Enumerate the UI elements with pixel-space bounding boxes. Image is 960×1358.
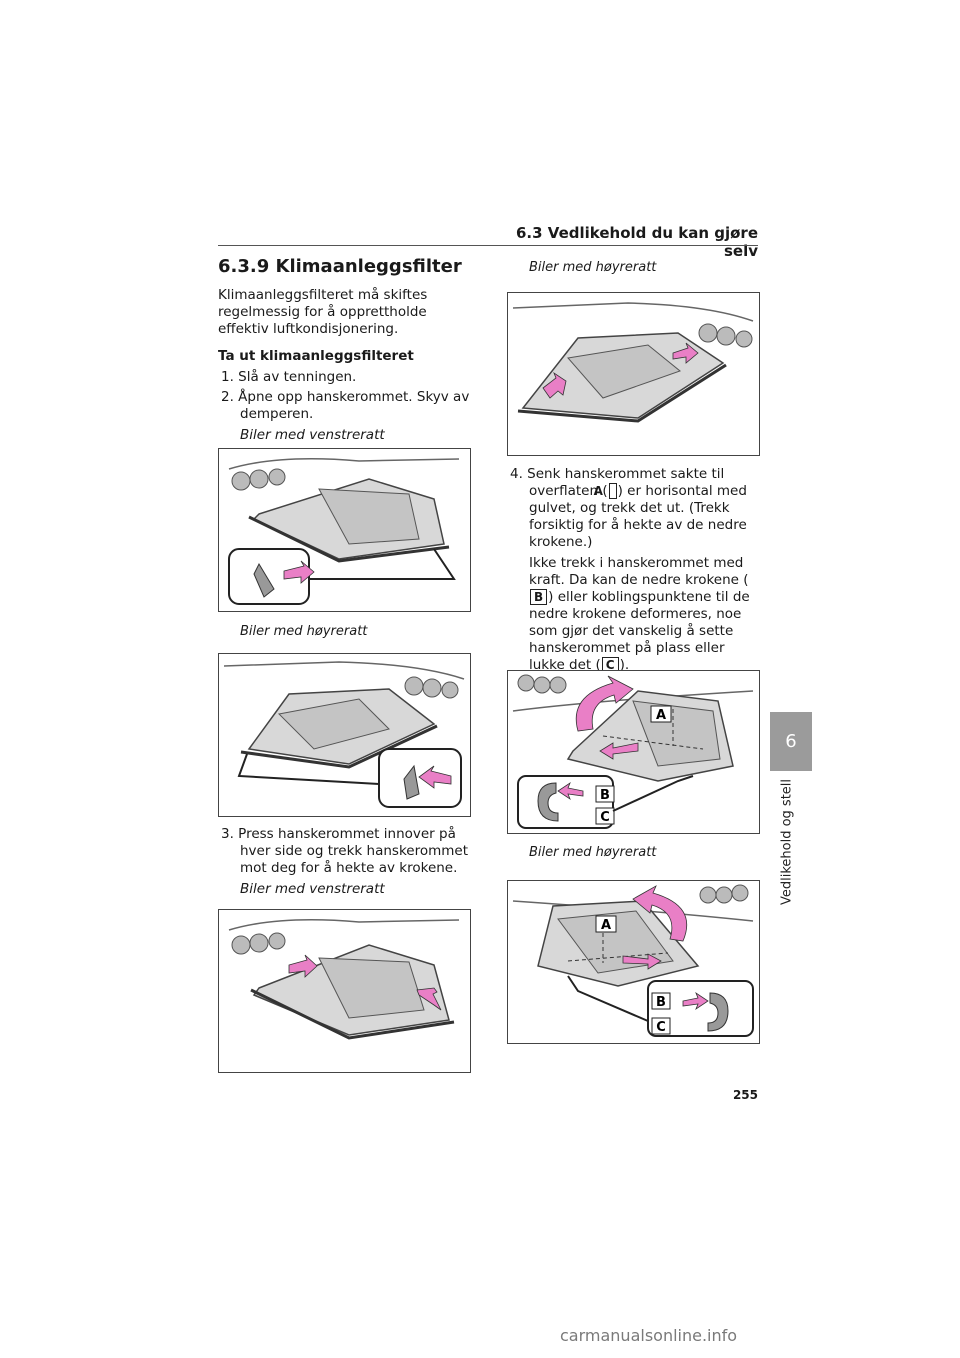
subheading: Ta ut klimaanleggsfilteret — [218, 348, 414, 364]
glovebox-illustration — [219, 449, 470, 611]
intro-text: Klimaanleggsfilteret må skiftes regelmes… — [218, 287, 428, 337]
step-2: 2. Åpne opp hanskerommet. Skyv av demper… — [221, 389, 470, 422]
figure-step3-right-hand-drive — [507, 292, 760, 456]
label-b: B — [530, 589, 548, 605]
left-column: Klimaanleggsfilteret må skiftes regelmes… — [218, 287, 470, 450]
caption-step4-rhd: Biler med høyreratt — [529, 845, 657, 860]
label-a: A — [594, 483, 617, 499]
step-3: 3. Press hanskerommet innover på hver si… — [221, 826, 469, 876]
caption-step2-rhd: Biler med høyreratt — [240, 624, 368, 639]
step-4: 4. Senk hanskerommet sakte til overflate… — [510, 466, 747, 550]
step-4-note: Ikke trekk i hanskerommet med kraft. Da … — [529, 555, 750, 673]
label-b-figure: B — [600, 788, 610, 803]
page-number: 255 — [732, 1088, 758, 1102]
figure-step3-left-hand-drive — [218, 909, 471, 1073]
glovebox-illustration — [219, 654, 470, 816]
glovebox-illustration — [219, 910, 470, 1072]
caption-step2-lhd: Biler med venstreratt — [240, 427, 385, 443]
page-header-title: 6.3 Vedlikehold du kan gjøre selv — [516, 224, 758, 260]
label-c-figure: C — [600, 810, 610, 825]
section-title: 6.3.9 Klimaanleggsfilter — [218, 256, 462, 277]
step-1: 1. Slå av tenningen. — [221, 369, 357, 385]
figure-step2-right-hand-drive — [218, 653, 471, 817]
figure-step4-right-hand-drive: A B C — [507, 880, 760, 1044]
label-c-figure: C — [656, 1020, 666, 1035]
caption-step3-lhd: Biler med venstreratt — [240, 881, 385, 897]
glovebox-illustration: A B C — [508, 881, 759, 1043]
label-b-figure: B — [656, 995, 666, 1010]
left-column-lower: 3. Press hanskerommet innover på hver si… — [218, 826, 470, 904]
glovebox-illustration — [508, 293, 759, 455]
chapter-tab[interactable]: 6 — [770, 712, 812, 771]
caption-step3-rhd: Biler med høyreratt — [529, 260, 657, 275]
label-a-figure: A — [601, 918, 611, 933]
label-a-figure: A — [656, 708, 666, 723]
watermark: carmanualsonline.info — [560, 1326, 738, 1345]
header-rule — [218, 245, 758, 246]
figure-step2-left-hand-drive — [218, 448, 471, 612]
glovebox-illustration: A B C — [508, 671, 759, 833]
right-column: 4. Senk hanskerommet sakte til overflate… — [507, 466, 759, 701]
figure-step4-left-hand-drive: A B C — [507, 670, 760, 834]
chapter-side-label: Vedlikehold og stell — [779, 778, 795, 906]
